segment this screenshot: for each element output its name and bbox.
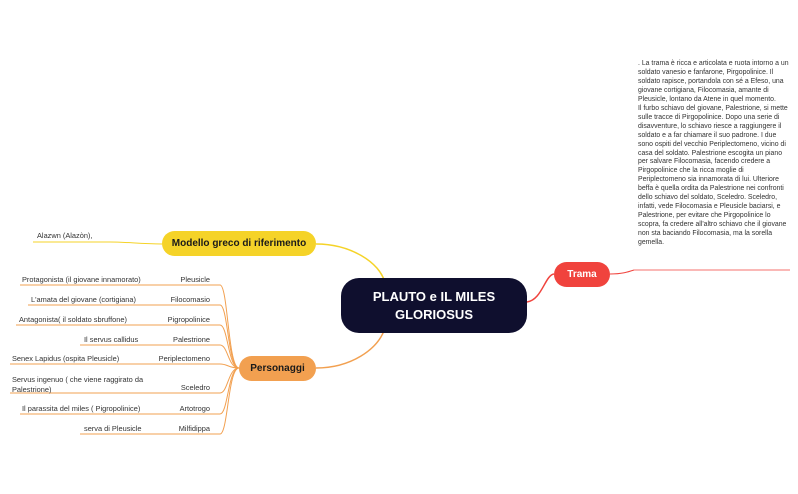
character-role[interactable]: Servus ingenuo ( che viene raggirato da … (12, 375, 144, 394)
branch-personaggi[interactable]: Personaggi (239, 356, 316, 381)
trama-summary[interactable]: . La trama è ricca e articolata e ruota … (638, 60, 790, 248)
character-role[interactable]: Senex Lapidus (ospita Pleusicle) (12, 354, 120, 363)
branch-modello-greco[interactable]: Modello greco di riferimento (162, 231, 316, 256)
personaggi-connector (219, 284, 240, 369)
branch-modello-label: Modello greco di riferimento (171, 238, 307, 249)
character-role[interactable]: Il servus callidus (84, 335, 139, 344)
personaggi-connector (219, 367, 240, 394)
character-name[interactable]: Artotrogo (179, 404, 210, 413)
character-role[interactable]: Il parassita del miles ( Pigropolinice) (22, 404, 141, 413)
character-name[interactable]: Milfidippa (178, 424, 210, 433)
branch-personaggi-label: Personaggi (250, 363, 305, 374)
character-name[interactable]: Sceledro (180, 383, 210, 392)
character-name[interactable]: Pigropolinice (167, 315, 210, 324)
branch-trama-label: Trama (567, 269, 597, 280)
personaggi-connector (219, 363, 240, 369)
central-title: PLAUTO e IL MILES GLORIOSUS (372, 288, 496, 322)
central-topic[interactable]: PLAUTO e IL MILES GLORIOSUS (341, 278, 527, 333)
character-role[interactable]: Antagonista( il soldato sbruffone) (19, 315, 127, 324)
character-name[interactable]: Pleusicle (180, 275, 210, 284)
modello-child-alazon[interactable]: Alazwn (Alazòn), (37, 231, 93, 240)
character-name[interactable]: Filocomasio (170, 295, 210, 304)
character-role[interactable]: L'amata del giovane (cortigiana) (31, 295, 136, 304)
personaggi-connector (219, 344, 240, 369)
personaggi-connector (219, 324, 240, 369)
character-name[interactable]: Periplectomeno (158, 354, 210, 363)
branch-trama[interactable]: Trama (554, 262, 610, 287)
personaggi-connector (219, 367, 240, 435)
character-name[interactable]: Palestrione (173, 335, 210, 344)
trama-paragraph: Il furbo schiavo del giovane, Palestrion… (638, 104, 788, 247)
character-role[interactable]: serva di Pleusicle (84, 424, 142, 433)
character-role[interactable]: Protagonista (il giovane innamorato) (22, 275, 141, 284)
trama-paragraph: . La trama è ricca e articolata e ruota … (638, 60, 789, 103)
